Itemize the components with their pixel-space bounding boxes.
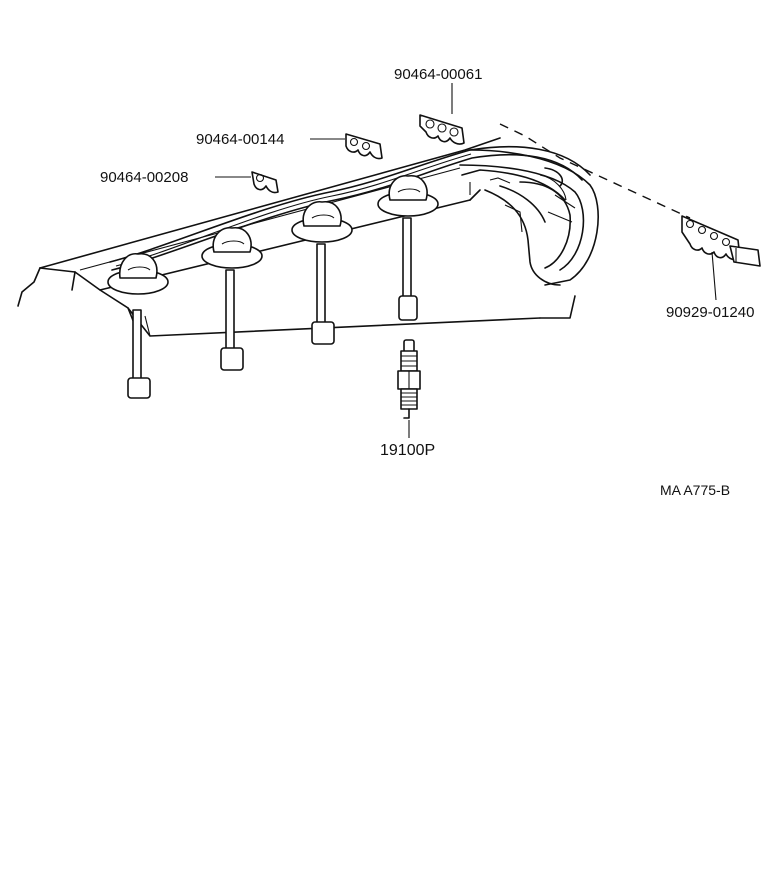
part-number-90464-00144: 90464-00144: [196, 131, 284, 148]
part-number-90464-00208: 90464-00208: [100, 169, 188, 186]
figure-code: MA A775-B: [660, 482, 730, 498]
wire-holder-drawing: [681, 215, 761, 267]
clamp-middle-drawing: [345, 133, 383, 160]
part-number-90929-01240: 90929-01240: [666, 304, 754, 321]
clamp-left-drawing: [251, 171, 279, 194]
wire-bundle: [109, 145, 591, 271]
spark-plug-drawing: [397, 339, 421, 419]
wire-holder-leader: [711, 251, 717, 301]
plug-boot-1: [107, 253, 169, 399]
distributor-assembly: [459, 149, 599, 286]
clamp-top-drawing: [419, 114, 465, 145]
cylinder-head-cover: [17, 137, 576, 339]
holder-leader-dashed: [499, 123, 691, 219]
part-number-19100P: 19100P: [380, 442, 435, 459]
part-number-90464-00061: 90464-00061: [394, 66, 482, 83]
plug-boot-3: [291, 201, 353, 345]
plug-boot-4: [377, 175, 439, 321]
plug-boot-2: [201, 227, 263, 371]
